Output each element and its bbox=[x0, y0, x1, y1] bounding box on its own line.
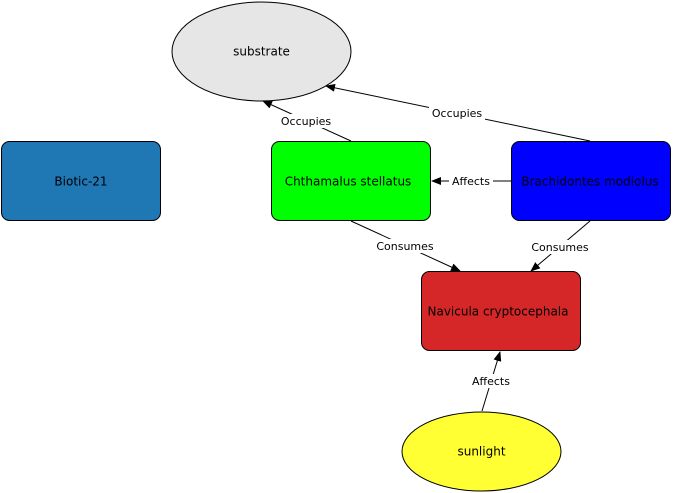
node-substrate-shape bbox=[171, 1, 352, 102]
node-chthamalus-shape bbox=[271, 141, 431, 221]
edge-label-occupies-2: Occupies bbox=[432, 107, 483, 120]
node-substrate-label: substrate bbox=[233, 45, 290, 59]
node-brachidontes-shape bbox=[511, 141, 671, 221]
node-biotic21-shape bbox=[1, 141, 161, 221]
node-sunlight-shape bbox=[401, 411, 562, 492]
edge-label-occupies-1: Occupies bbox=[281, 115, 332, 128]
node-navicula-shape bbox=[421, 271, 581, 351]
node-brachidontes-label: Brachidontes modiolus bbox=[521, 175, 658, 189]
node-biotic21-label: Biotic-21 bbox=[54, 175, 107, 189]
edge-label-affects-2: Affects bbox=[472, 375, 510, 388]
node-sunlight-label: sunlight bbox=[457, 445, 505, 459]
node-chthamalus-label: Chthamalus stellatus bbox=[285, 175, 412, 189]
node-navicula-label: Navicula cryptocephala bbox=[427, 305, 568, 319]
edge-label-affects-1: Affects bbox=[452, 175, 490, 188]
edge-labels: Occupies Occupies Affects Consumes Consu… bbox=[278, 106, 592, 388]
edge-label-consumes-1: Consumes bbox=[376, 240, 434, 253]
edge-label-consumes-2: Consumes bbox=[531, 241, 589, 254]
